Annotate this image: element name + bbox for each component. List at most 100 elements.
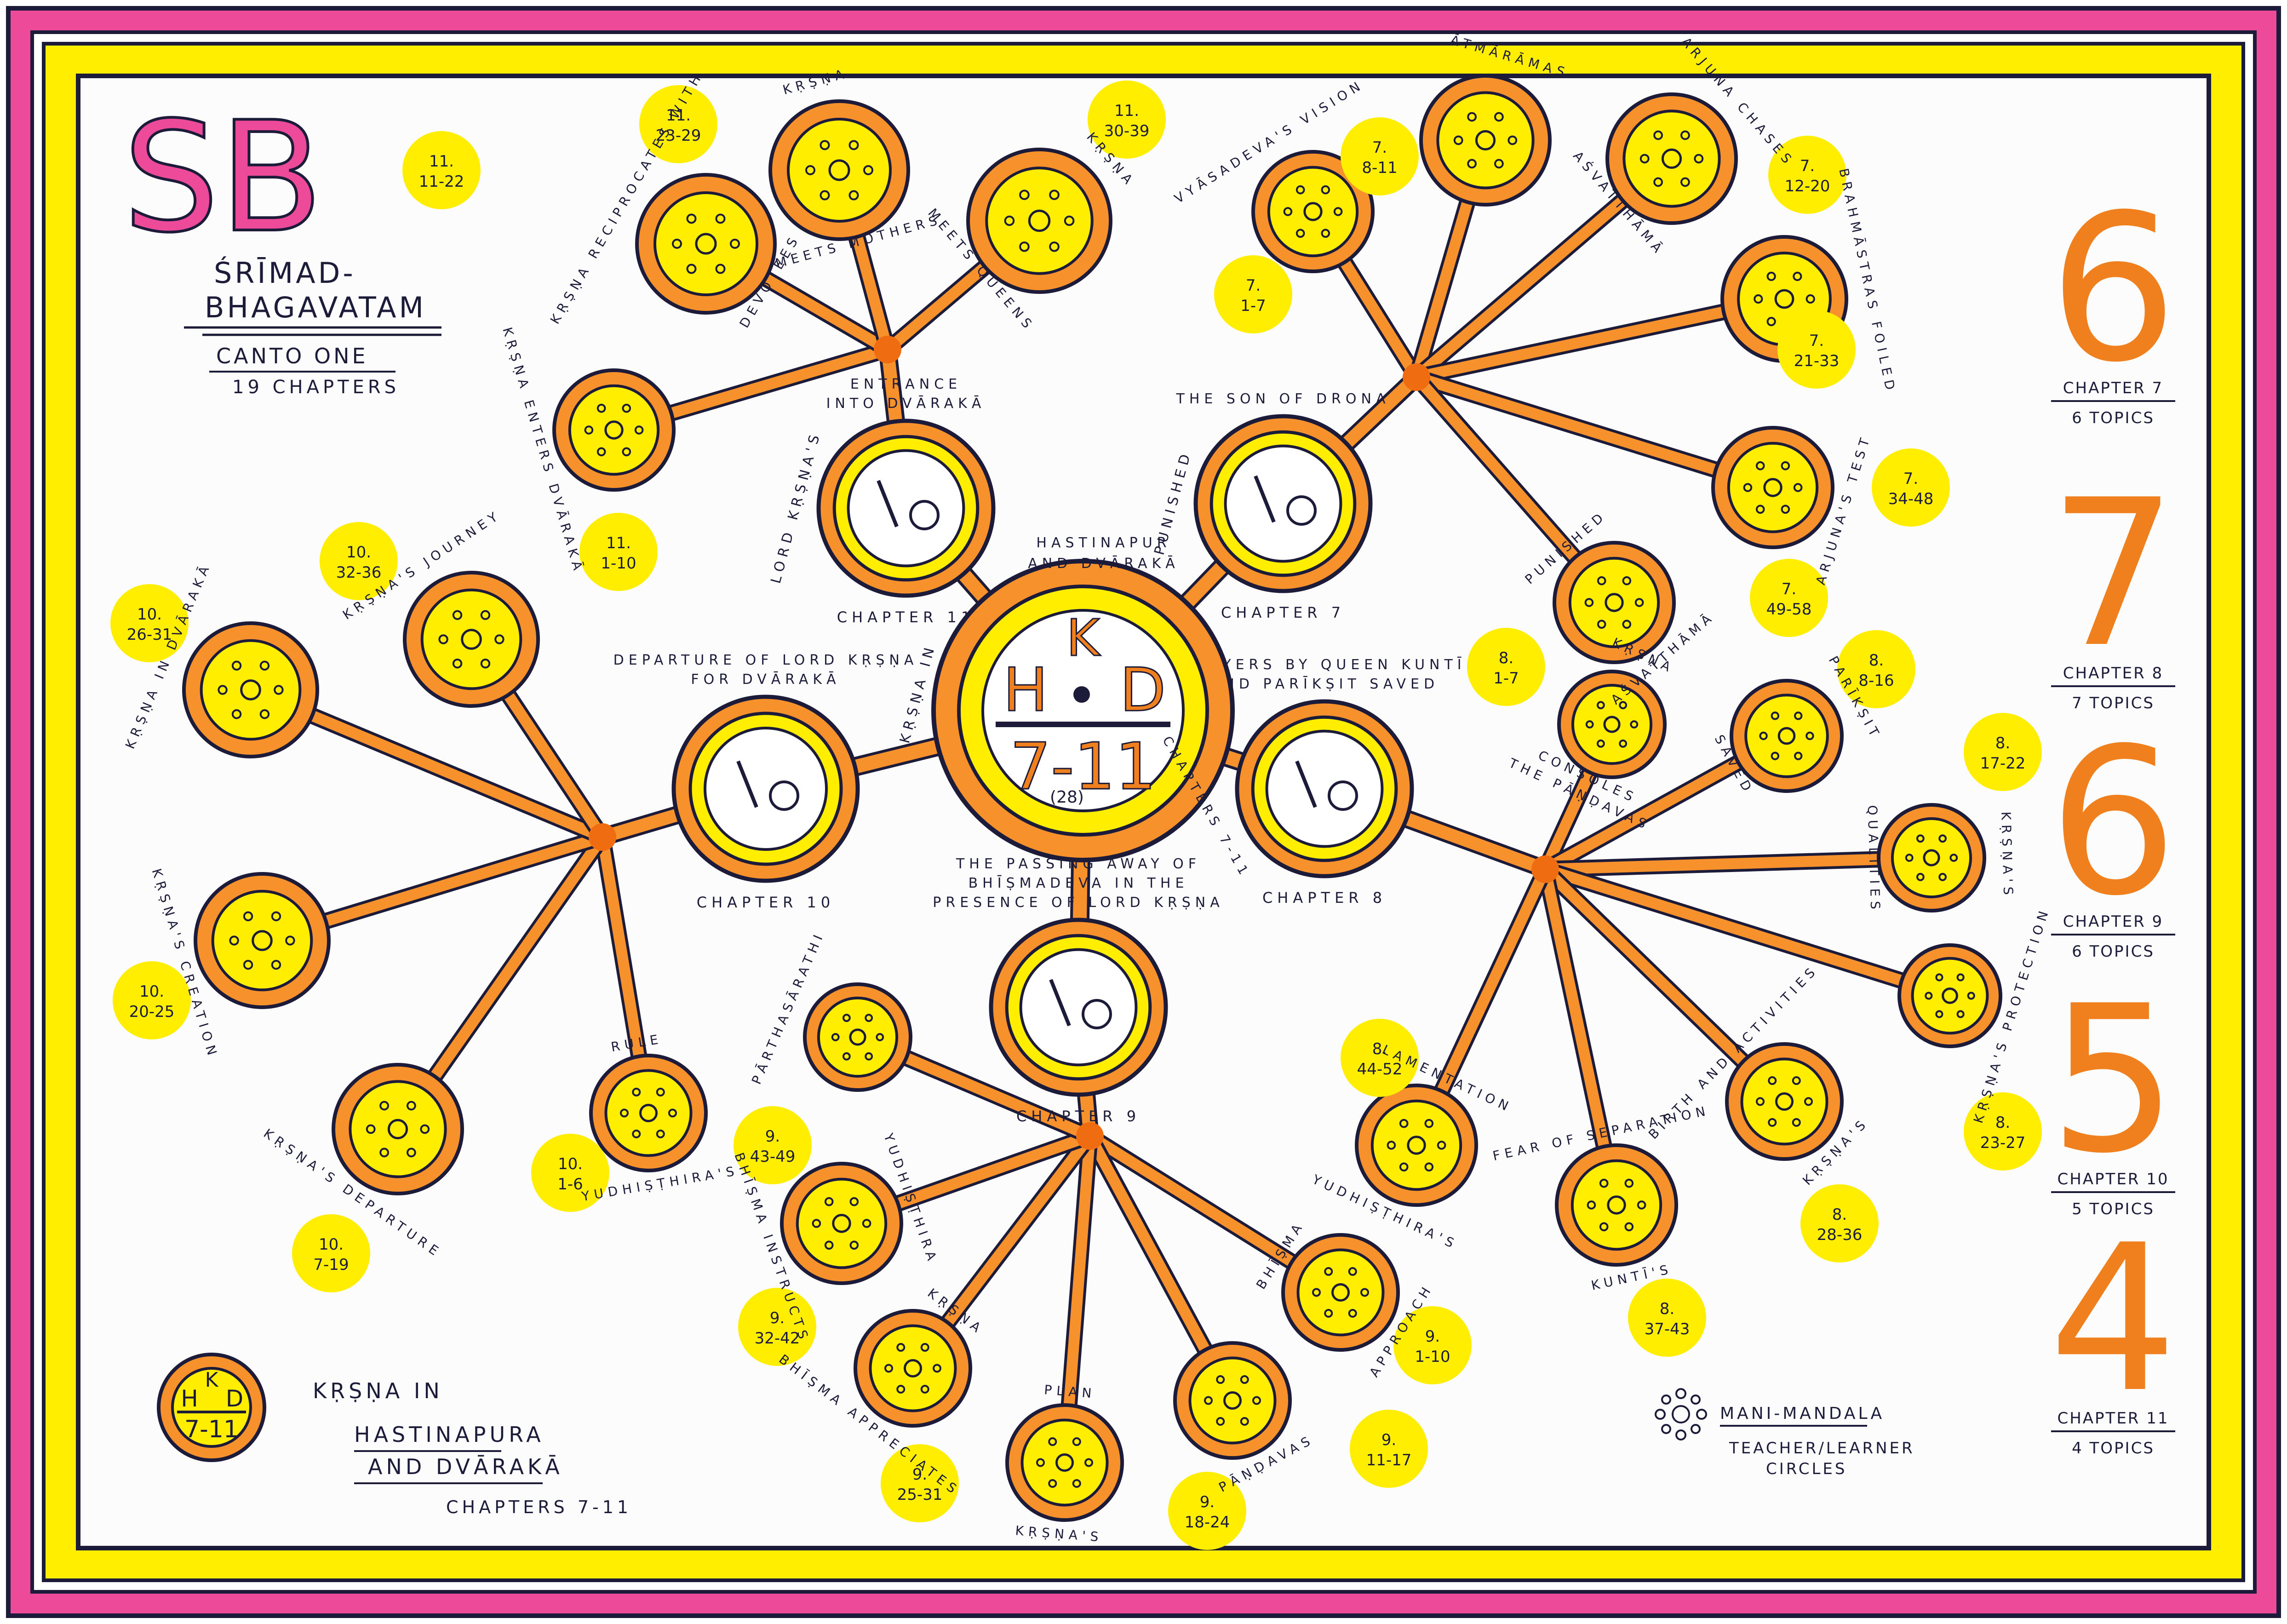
- sidebar-chapter: CHAPTER 10: [2057, 1170, 2169, 1188]
- legend: K H D 7-11 KṚṢṆA IN HASTINAPURA AND DVĀR…: [157, 1353, 628, 1517]
- topic-node-ch10-0: [589, 1054, 708, 1172]
- verse-ref-range: 1-7: [1240, 297, 1266, 315]
- verse-ref-range: 23-27: [1980, 1134, 2026, 1152]
- verse-ref-range: 12-20: [1785, 177, 1830, 195]
- chapter-number-ch7: CHAPTER 7: [1221, 604, 1345, 621]
- legend-badge-d: D: [226, 1385, 244, 1412]
- verse-ref-range: 26-31: [127, 625, 172, 644]
- sidebar-topic-count: 6 TOPICS: [2072, 942, 2155, 961]
- verse-ref-ch11-1: 11.11-22: [402, 131, 481, 209]
- branch-point-ch11: [874, 336, 901, 363]
- verse-ref-ch8-1: 8.8-16: [1837, 630, 1915, 708]
- spoke-ch8-2: [1540, 852, 1937, 875]
- verse-ref-chapter: 11.: [606, 534, 631, 552]
- branch-point-ch9: [1076, 1122, 1104, 1150]
- sidebar-chapter: CHAPTER 7: [2063, 379, 2163, 397]
- chapter-title-ch8-0: PRAYERS BY QUEEN KUNTĪ: [1183, 656, 1466, 673]
- topic-node-ch11-2: [768, 99, 910, 241]
- verse-ref-chapter: 8.: [1869, 651, 1884, 670]
- sidebar-topic-number: 5: [2049, 962, 2178, 1198]
- legend-badge-range: 7-11: [184, 1416, 239, 1443]
- verse-ref-range: 23-29: [656, 126, 701, 145]
- chapter-title-ch11-1: INTO DVĀRAKĀ: [826, 395, 986, 412]
- verse-ref-chapter: 11.: [1114, 102, 1139, 120]
- label-and-dvaraka: AND DVĀRAKĀ: [1028, 555, 1180, 572]
- verse-ref-range: 32-36: [336, 563, 382, 582]
- spoke-ch8-3: [1540, 864, 1955, 1001]
- credits-line3: CIRCLES: [1766, 1460, 1847, 1478]
- chapter-title-ch9-1: BHĪṢMADEVA IN THE: [969, 875, 1189, 891]
- topic-node-ch10-3: [182, 621, 319, 758]
- topic-node-ch7-1: [1419, 74, 1552, 207]
- verse-ref-chapter: 8.: [1832, 1205, 1847, 1224]
- sidebar-topic-number: 4: [2049, 1201, 2178, 1437]
- verse-ref-range: 30-39: [1104, 122, 1150, 140]
- hub-range: 7-11: [1010, 729, 1156, 804]
- verse-ref-chapter: 11.: [666, 106, 691, 125]
- verse-ref-ch7-4: 7.34-48: [1872, 448, 1950, 527]
- branch-point-ch10: [589, 823, 616, 851]
- topic-node-ch8-1: [1730, 679, 1844, 793]
- spoke-ch7-4: [1411, 372, 1778, 493]
- title-bhagavatam: BHAGAVATAM: [205, 291, 426, 324]
- legend-line3: AND DVĀRAKĀ: [368, 1454, 563, 1479]
- verse-ref-ch11-0: 11.1-10: [579, 513, 658, 591]
- verse-ref-ch8-2: 8.17-22: [1964, 713, 2042, 791]
- topic-node-ch8-3: [1897, 943, 2002, 1048]
- topic-node-ch7-5: [1553, 541, 1676, 664]
- verse-ref-chapter: 9.: [765, 1127, 780, 1146]
- topic-node-ch7-2: [1605, 92, 1738, 225]
- topic-node-ch10-2: [194, 872, 331, 1009]
- credits: MANI-MANDALA TEACHER/LEARNER CIRCLES: [1655, 1388, 1915, 1478]
- topic-node-ch8-2: [1877, 803, 1986, 912]
- verse-ref-chapter: 9.: [1200, 1493, 1215, 1511]
- topic-node-ch8-5: [1555, 1143, 1678, 1267]
- topic-node-ch7-0: [1251, 150, 1375, 273]
- topic-node-ch11-1: [635, 173, 777, 315]
- verse-ref-ch7-3: 7.21-33: [1777, 310, 1856, 389]
- legend-line1: KṚṢṆA IN: [313, 1378, 443, 1403]
- branch-point-ch8: [1531, 855, 1559, 883]
- verse-ref-range: 28-36: [1817, 1226, 1863, 1244]
- verse-ref-ch9-4: 9.32-42: [738, 1288, 816, 1366]
- verse-ref-ch7-2: 7.12-20: [1768, 136, 1846, 214]
- verse-ref-ch9-0: 9.1-10: [1393, 1306, 1472, 1384]
- verse-ref-range: 37-43: [1645, 1320, 1690, 1338]
- hub-count: (28): [1050, 788, 1084, 807]
- verse-ref-ch10-3: 10.26-31: [110, 584, 189, 662]
- verse-ref-range: 20-25: [129, 1003, 175, 1021]
- verse-ref-chapter: 8.: [1372, 1040, 1387, 1058]
- verse-ref-chapter: 9.: [1381, 1431, 1396, 1449]
- verse-ref-range: 8-11: [1362, 159, 1397, 177]
- sidebar-topic-number: 7: [2049, 456, 2178, 692]
- verse-ref-ch7-1: 7.8-11: [1341, 117, 1419, 195]
- verse-ref-ch10-2: 10.20-25: [113, 961, 191, 1039]
- verse-ref-ch10-1: 10.7-19: [292, 1214, 370, 1292]
- verse-ref-range: 1-10: [1415, 1348, 1450, 1366]
- verse-ref-range: 21-33: [1794, 352, 1840, 370]
- verse-ref-range: 43-49: [750, 1148, 796, 1166]
- verse-ref-range: 17-22: [1980, 754, 2026, 773]
- title-srimad: ŚRĪMAD-: [214, 256, 356, 290]
- credits-line2: TEACHER/LEARNER: [1729, 1439, 1915, 1458]
- chapter-number-ch9: CHAPTER 9: [1016, 1108, 1141, 1125]
- credits-line1: MANI-MANDALA: [1720, 1404, 1885, 1423]
- sidebar-topic-count: 7 TOPICS: [2072, 694, 2155, 712]
- verse-ref-ch8-4: 8. 28-36: [1800, 1184, 1879, 1262]
- verse-reference-dots: 11.1-1011.11-2211.23-2911.30-397.1-77.8-…: [110, 80, 2042, 1550]
- verse-ref-range: 44-52: [1357, 1060, 1403, 1079]
- verse-ref-chapter: 7.: [1782, 580, 1796, 598]
- mani-mandala-icon: [1655, 1388, 1707, 1440]
- verse-ref-range: 49-58: [1766, 600, 1812, 619]
- verse-ref-chapter: 9.: [770, 1309, 785, 1327]
- verse-ref-chapter: 9.: [912, 1465, 927, 1484]
- verse-ref-chapter: 10.: [558, 1155, 583, 1173]
- verse-ref-ch8-6: 8. 44-52: [1341, 1019, 1419, 1097]
- topic-label-ch8-2-0: KṚṢṆA'S: [1998, 811, 2016, 900]
